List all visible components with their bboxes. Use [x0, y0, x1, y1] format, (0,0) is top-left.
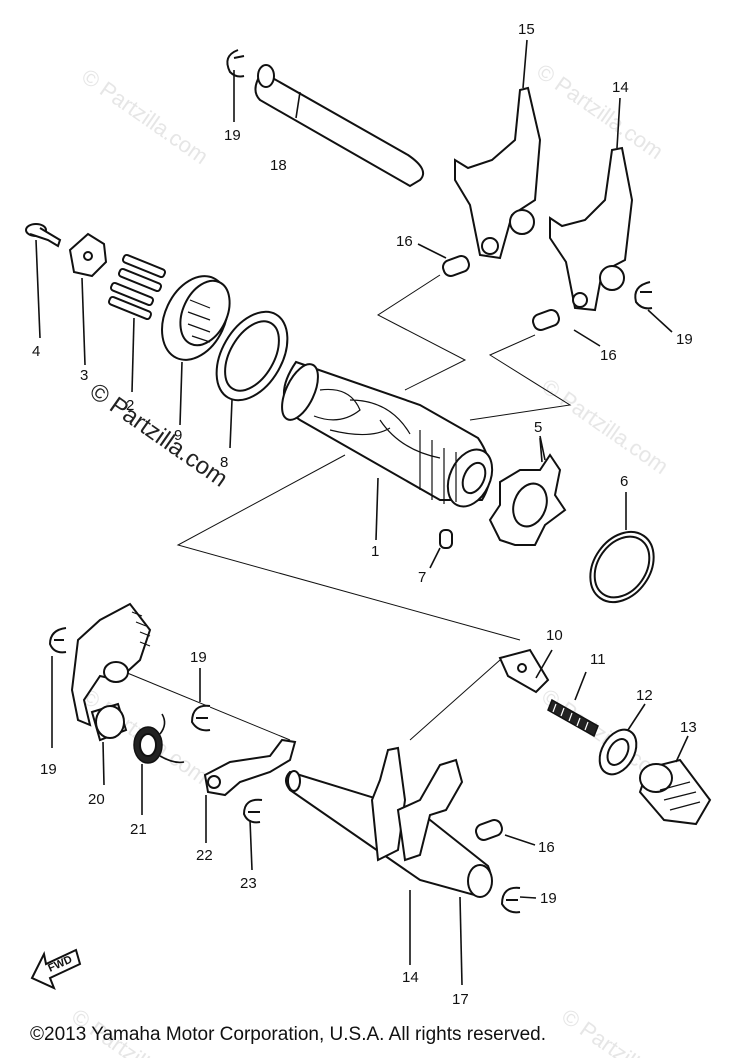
part-18-shaft [254, 64, 424, 188]
part-1-shift-drum [281, 360, 494, 541]
callout-22: 22 [196, 847, 213, 864]
callout-19: 19 [224, 127, 241, 144]
callout-19: 19 [676, 331, 693, 348]
callout-labels: 15 14 19 18 16 19 16 4 3 2 9 8 5 6 1 7 1… [32, 21, 697, 1008]
part-7-pin [439, 529, 453, 549]
watermark: © Partzilla.com [537, 374, 673, 480]
part-3-plate [68, 232, 108, 366]
part-4-screw [25, 223, 62, 339]
callout-19: 19 [190, 649, 207, 666]
callout-20: 20 [88, 791, 105, 808]
callout-1: 1 [371, 543, 379, 560]
part-21-spring [133, 713, 185, 815]
callout-16: 16 [396, 233, 413, 250]
part-11-spring [547, 671, 599, 738]
watermark: © Partzilla.com [532, 59, 668, 165]
part-8-washer [215, 310, 289, 449]
part-23-clip [242, 798, 263, 824]
callout-4: 4 [32, 343, 40, 360]
part-14-fork-upper [549, 146, 634, 312]
part-6-circlip [589, 492, 655, 604]
fwd-arrow-icon: FWD [30, 948, 82, 990]
leader-16 [504, 834, 536, 846]
copyright-notice: ©2013 Yamaha Motor Corporation, U.S.A. A… [30, 1024, 546, 1045]
part-2-pins [108, 253, 166, 393]
part-19-clip-left [48, 627, 67, 654]
callout-11: 11 [590, 651, 606, 668]
callout-6: 6 [620, 473, 628, 490]
part-19-clip-mid [190, 704, 211, 732]
part-15-fork [454, 86, 542, 260]
leader-19 [647, 309, 673, 333]
leader-15 [522, 39, 528, 89]
leader-19 [519, 896, 537, 899]
callout-8: 8 [220, 454, 228, 471]
leader-16 [573, 329, 601, 347]
callout-9: 9 [174, 427, 182, 444]
part-16-pin [532, 309, 560, 331]
part-19-clip-top [226, 49, 245, 78]
leader-16 [417, 243, 447, 259]
callout-12: 12 [636, 687, 653, 704]
callout-2: 2 [126, 397, 134, 414]
callout-19: 19 [40, 761, 57, 778]
callout-10: 10 [546, 627, 563, 644]
watermark-main: © Partzilla.com [85, 378, 233, 493]
callout-16: 16 [538, 839, 555, 856]
callout-7: 7 [418, 569, 426, 586]
callout-17: 17 [452, 991, 469, 1008]
leader-5 [539, 435, 546, 461]
leader-7 [429, 547, 441, 569]
callout-16: 16 [600, 347, 617, 364]
part-19-clip-right [634, 281, 653, 310]
part-5-cam [488, 437, 567, 546]
callout-14: 14 [612, 79, 629, 96]
part-12-washer [598, 703, 646, 776]
part-10-stopper [498, 648, 553, 694]
callout-23: 23 [240, 875, 257, 892]
leader-14 [616, 97, 621, 149]
part-14-fork-lower [370, 746, 464, 965]
callout-3: 3 [80, 367, 88, 384]
callout-21: 21 [130, 821, 147, 838]
part-13-plug [638, 735, 712, 826]
part-20-shift-arm [70, 602, 152, 786]
part-22-plate [203, 738, 297, 843]
part-16-pin [475, 819, 503, 841]
callout-13: 13 [680, 719, 697, 736]
callout-19: 19 [540, 890, 557, 907]
callout-14: 14 [402, 969, 419, 986]
part-9-bearing [161, 275, 231, 426]
callout-18: 18 [270, 157, 287, 174]
part-16-pin [442, 255, 470, 277]
part-19-clip-lower [500, 886, 521, 914]
callout-15: 15 [518, 21, 535, 38]
watermark: © Partzilla.com [77, 64, 213, 170]
callout-5: 5 [534, 419, 542, 436]
